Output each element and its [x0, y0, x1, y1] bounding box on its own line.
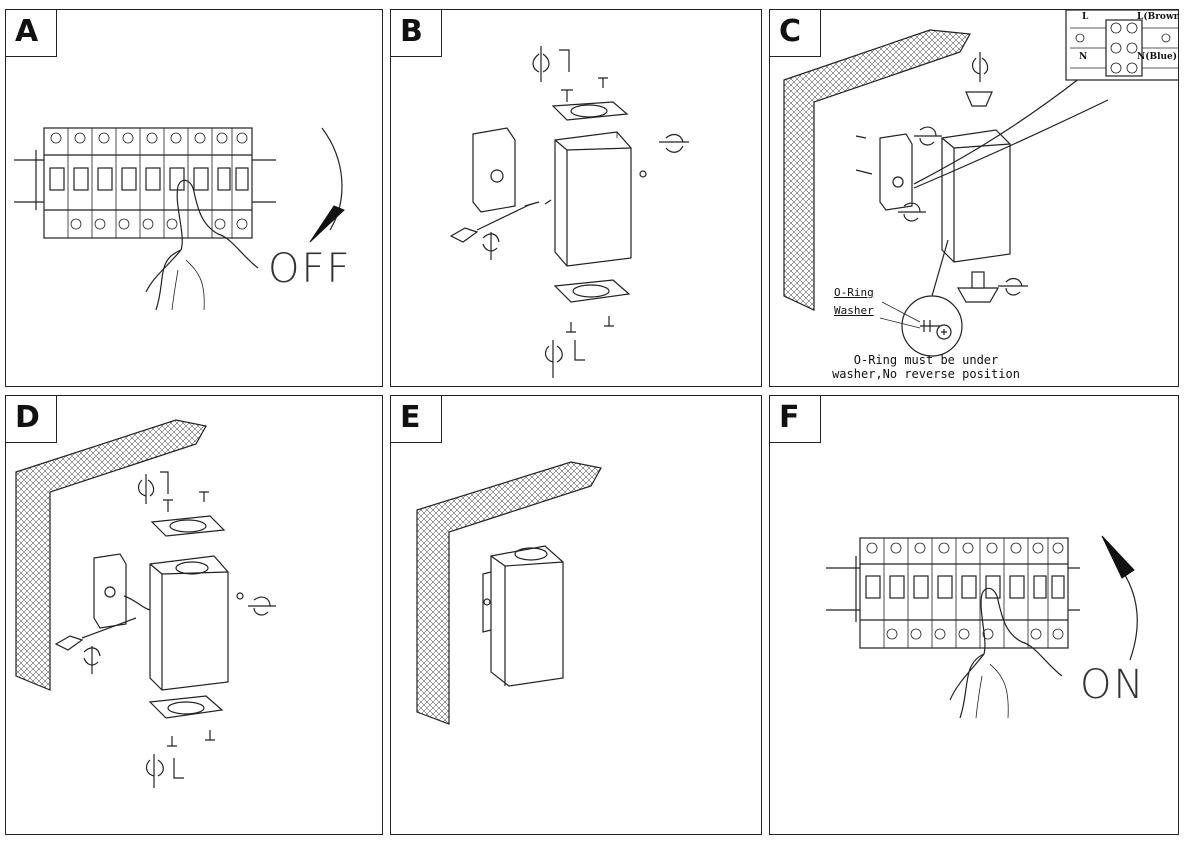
- step-label-box: E: [391, 396, 442, 443]
- fixture-body: [490, 545, 564, 687]
- rotate-icon: [137, 474, 155, 504]
- rotate-icon: [145, 754, 164, 788]
- terminal-n-blue-label: N(Blue): [1137, 52, 1178, 62]
- up-arrow: [1115, 561, 1138, 661]
- cable: [913, 77, 1109, 189]
- wall: [416, 461, 602, 725]
- rotate-icon: [532, 46, 550, 82]
- rotate-icon: [659, 133, 689, 153]
- step-label-box: F: [770, 396, 821, 443]
- breaker-modules: [860, 538, 1068, 648]
- screwdriver: [449, 227, 479, 243]
- top-cover: [150, 515, 226, 537]
- on-label: ON: [1080, 662, 1146, 708]
- bottom-cover: [553, 279, 631, 303]
- rotate-icon: [544, 340, 563, 378]
- mounted-fixture-illustration: [416, 461, 602, 725]
- oring-note: O-Ring must be under washer,No reverse p…: [796, 353, 1056, 381]
- step-label-box: A: [6, 10, 57, 57]
- panel-d: D: [5, 395, 383, 835]
- panel-b: B: [390, 9, 762, 387]
- note-line: O-Ring must be under: [853, 353, 999, 367]
- oring-washer-detail: [920, 320, 940, 332]
- breaker-off-illustration: [14, 127, 345, 311]
- fixture-disassembly-illustration: [449, 46, 689, 378]
- screw: [598, 77, 608, 88]
- screwdriver: [54, 635, 84, 651]
- step-letter: E: [400, 400, 421, 435]
- top-cover: [551, 101, 629, 121]
- terminal-l-label: L: [1082, 12, 1089, 22]
- terminal-l-brown-label: L(Brown): [1137, 12, 1178, 22]
- wall-bracket: [472, 127, 516, 213]
- washer-label: Washer: [834, 304, 874, 317]
- hex-key: [574, 340, 585, 361]
- panel-e: E: [390, 395, 762, 835]
- step-label-box: B: [391, 10, 442, 57]
- rotate-icon: [482, 232, 500, 260]
- hex-key: [559, 49, 570, 72]
- fixture-mounting-illustration: [15, 419, 276, 788]
- rotate-icon: [83, 646, 101, 674]
- fixture-body: [941, 129, 1011, 263]
- oring-label: O-Ring: [834, 286, 874, 299]
- hand: [949, 587, 1063, 719]
- step-letter: C: [779, 14, 802, 49]
- step-letter: B: [400, 14, 423, 49]
- hex-key: [160, 471, 169, 494]
- step-letter: F: [779, 400, 800, 435]
- wall-bracket: [93, 553, 127, 629]
- down-arrow: [321, 127, 343, 231]
- breaker-on-illustration: [826, 535, 1138, 719]
- rotate-icon: [248, 596, 276, 616]
- rotate-icon: [998, 277, 1028, 296]
- wall-bracket: [879, 133, 913, 211]
- step-letter: D: [15, 400, 40, 435]
- rotate-icon: [971, 52, 989, 82]
- gu10-lamp: [965, 91, 993, 107]
- wall: [15, 419, 207, 691]
- step-label-box: D: [6, 396, 57, 443]
- wiring-illustration: [783, 10, 1178, 357]
- bottom-cover: [148, 695, 224, 719]
- wall: [783, 29, 971, 311]
- arrow-head: [309, 205, 345, 243]
- hand: [145, 179, 259, 311]
- step-label-box: C: [770, 10, 821, 57]
- terminal-n-label: N: [1079, 52, 1088, 62]
- gu10-lamp: [956, 287, 1000, 303]
- rotate-icon: [898, 202, 926, 222]
- note-line: washer,No reverse position: [832, 367, 1020, 381]
- hex-key: [173, 758, 184, 779]
- side-screw: [639, 170, 647, 178]
- step-letter: A: [15, 14, 39, 49]
- panel-c: C: [769, 9, 1179, 387]
- screw: [561, 89, 573, 102]
- panel-f: F ON: [769, 395, 1179, 835]
- rotate-icon: [914, 126, 942, 146]
- fixture-body: [149, 555, 229, 691]
- off-label: OFF: [268, 246, 352, 292]
- panel-a: A: [5, 9, 383, 387]
- arrow-head: [1101, 535, 1135, 579]
